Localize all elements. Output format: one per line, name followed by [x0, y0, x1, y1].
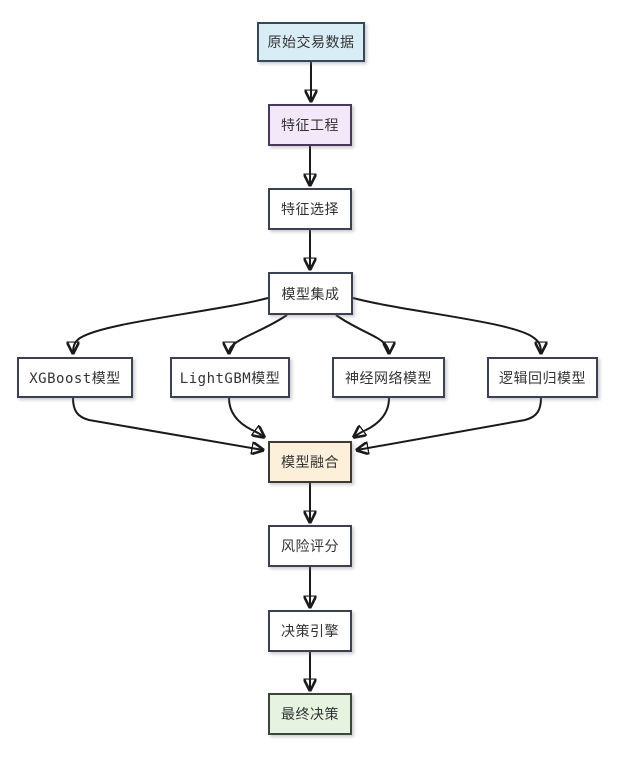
- node-label: LightGBM模型: [179, 370, 281, 387]
- node-xgboost-model[interactable]: XGBoost模型: [17, 357, 133, 398]
- node-label: 模型融合: [281, 455, 339, 471]
- node-raw-data[interactable]: 原始交易数据: [257, 22, 365, 62]
- node-label: 决策引擎: [281, 624, 339, 640]
- node-label: 神经网络模型: [345, 370, 432, 387]
- node-decision-engine[interactable]: 决策引擎: [268, 610, 352, 652]
- edge-lightgbm-to-fusion: [228, 397, 264, 437]
- node-final-decision[interactable]: 最终决策: [268, 693, 352, 735]
- node-logistic-regression-model[interactable]: 逻辑回归模型: [487, 357, 598, 398]
- node-label: 最终决策: [281, 707, 339, 723]
- node-label: 特征选择: [281, 202, 339, 218]
- node-feature-selection[interactable]: 特征选择: [268, 188, 352, 230]
- node-risk-scoring[interactable]: 风险评分: [268, 525, 352, 567]
- node-feature-engineering[interactable]: 特征工程: [268, 104, 352, 146]
- node-label: 风险评分: [281, 539, 339, 555]
- edge-logistic-regression-to-fusion: [357, 397, 542, 450]
- node-lightgbm-model[interactable]: LightGBM模型: [170, 357, 290, 398]
- node-label: 原始交易数据: [267, 35, 355, 51]
- edge-xgboost-to-fusion: [72, 397, 263, 450]
- node-model-ensemble[interactable]: 模型集成: [268, 272, 353, 315]
- edge-ensemble-to-neural-network: [335, 314, 389, 353]
- node-label: 特征工程: [281, 118, 339, 134]
- node-label: XGBoost模型: [29, 370, 121, 387]
- node-label: 模型集成: [281, 286, 340, 303]
- node-model-fusion[interactable]: 模型融合: [268, 441, 352, 483]
- edge-ensemble-to-lightgbm: [229, 314, 288, 353]
- node-label: 逻辑回归模型: [499, 370, 586, 387]
- edge-ensemble-to-logistic-regression: [352, 297, 541, 353]
- edge-neural-network-to-fusion: [354, 397, 390, 437]
- node-neural-network-model[interactable]: 神经网络模型: [332, 357, 445, 398]
- edge-ensemble-to-xgboost: [73, 297, 269, 353]
